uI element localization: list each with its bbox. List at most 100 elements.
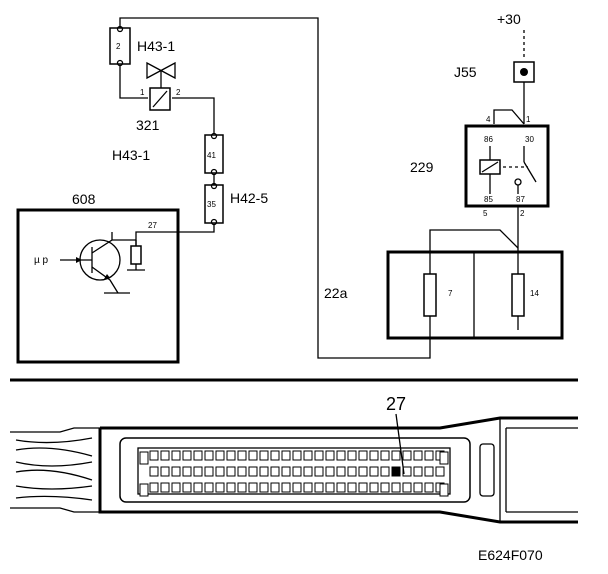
label-mu-p: µ p — [34, 255, 49, 266]
resistor-symbol — [112, 239, 145, 271]
connector-pin — [380, 482, 390, 493]
connector-pin — [358, 450, 368, 461]
connector-pin — [413, 466, 423, 477]
connector-end-block — [439, 451, 449, 465]
label-608: 608 — [72, 191, 96, 207]
pin-relay-85: 85 — [484, 195, 493, 204]
connector-pin — [435, 466, 445, 477]
fuse-7 — [423, 273, 437, 340]
fusebox-22a — [386, 250, 564, 340]
connector-pin — [226, 450, 236, 461]
connector-pin — [402, 466, 412, 477]
connector-pin — [182, 482, 192, 493]
connector-h43-top — [109, 27, 131, 65]
pin-relay-30: 30 — [525, 135, 534, 144]
label-fuse-14: 14 — [530, 289, 539, 298]
connector-pin — [380, 450, 390, 461]
connector-pin — [149, 482, 159, 493]
figure-code: E624F070 — [478, 547, 543, 563]
connector-pin — [281, 450, 291, 461]
connector-pin — [303, 482, 313, 493]
connector-pin — [226, 482, 236, 493]
connector-pin — [149, 450, 159, 461]
connector-pin — [369, 482, 379, 493]
connector-pin — [248, 466, 258, 477]
pin-h42: 35 — [207, 200, 216, 209]
connector-pin — [292, 466, 302, 477]
connector-pin — [215, 482, 225, 493]
connector-pin — [204, 450, 214, 461]
connector-pin — [160, 482, 170, 493]
label-229: 229 — [410, 159, 434, 175]
connector-pin — [424, 466, 434, 477]
connector-pin — [182, 450, 192, 461]
pin-relay-86: 86 — [484, 135, 493, 144]
connector-pin — [314, 450, 324, 461]
connector-h42-5 — [204, 184, 224, 224]
connector-pin — [149, 466, 159, 477]
wire-fuse-bridge — [429, 229, 519, 274]
connector-pin — [160, 466, 170, 477]
connector-pin — [270, 466, 280, 477]
connector-pin — [358, 466, 368, 477]
relay-321 — [149, 87, 171, 111]
connector-pin — [204, 466, 214, 477]
connector-pin — [314, 466, 324, 477]
connector-pin — [303, 466, 313, 477]
connector-pin — [325, 450, 335, 461]
connector-pin — [424, 482, 434, 493]
connector-pin — [358, 482, 368, 493]
pin-h43-top: 2 — [116, 42, 121, 51]
connector-pin — [193, 450, 203, 461]
connector-pin — [336, 482, 346, 493]
connector-pin — [292, 450, 302, 461]
connector-pin — [413, 450, 423, 461]
pin-ecu-27: 27 — [148, 221, 157, 230]
pin-j55: 1 — [526, 115, 531, 124]
connector-pin — [248, 482, 258, 493]
connector-pin — [369, 466, 379, 477]
connector-pin — [292, 482, 302, 493]
connector-pin — [193, 466, 203, 477]
connector-pin — [193, 482, 203, 493]
connector-pin — [391, 482, 401, 493]
connector-pin — [347, 450, 357, 461]
pin-h43-mid: 41 — [207, 151, 216, 160]
connector-pin — [402, 482, 412, 493]
pin-relay-87: 87 — [516, 195, 525, 204]
connector-pin — [259, 466, 269, 477]
connector-pin — [171, 450, 181, 461]
connector-pin — [270, 482, 280, 493]
connector-pin — [347, 482, 357, 493]
connector-pin — [259, 450, 269, 461]
connector-pin — [237, 466, 247, 477]
valve-symbol — [146, 61, 176, 88]
connector-pin — [391, 466, 401, 477]
connector-pin — [314, 482, 324, 493]
pin-relay-5: 5 — [483, 209, 488, 218]
pin-relay-2: 2 — [520, 209, 525, 218]
label-h42-5: H42-5 — [230, 190, 268, 206]
connector-pin — [182, 466, 192, 477]
connector-pin — [237, 482, 247, 493]
connector-pin — [380, 466, 390, 477]
connector-pin — [160, 450, 170, 461]
connector-pin — [259, 482, 269, 493]
transistor-symbol — [60, 232, 130, 294]
connector-pin — [424, 450, 434, 461]
connector-pin — [204, 482, 214, 493]
fuse-14 — [511, 252, 525, 330]
callout-27: 27 — [386, 394, 406, 414]
connector-pin — [237, 450, 247, 461]
connector-pin — [171, 482, 181, 493]
label-321: 321 — [136, 117, 160, 133]
connector-pin — [171, 466, 181, 477]
connector-pin — [303, 450, 313, 461]
connector-pin — [281, 482, 291, 493]
connector-pin — [325, 482, 335, 493]
pin-321-2: 2 — [176, 88, 181, 97]
connector-pin — [402, 450, 412, 461]
connector-end-block — [139, 451, 149, 465]
ecu-608 — [16, 208, 180, 364]
